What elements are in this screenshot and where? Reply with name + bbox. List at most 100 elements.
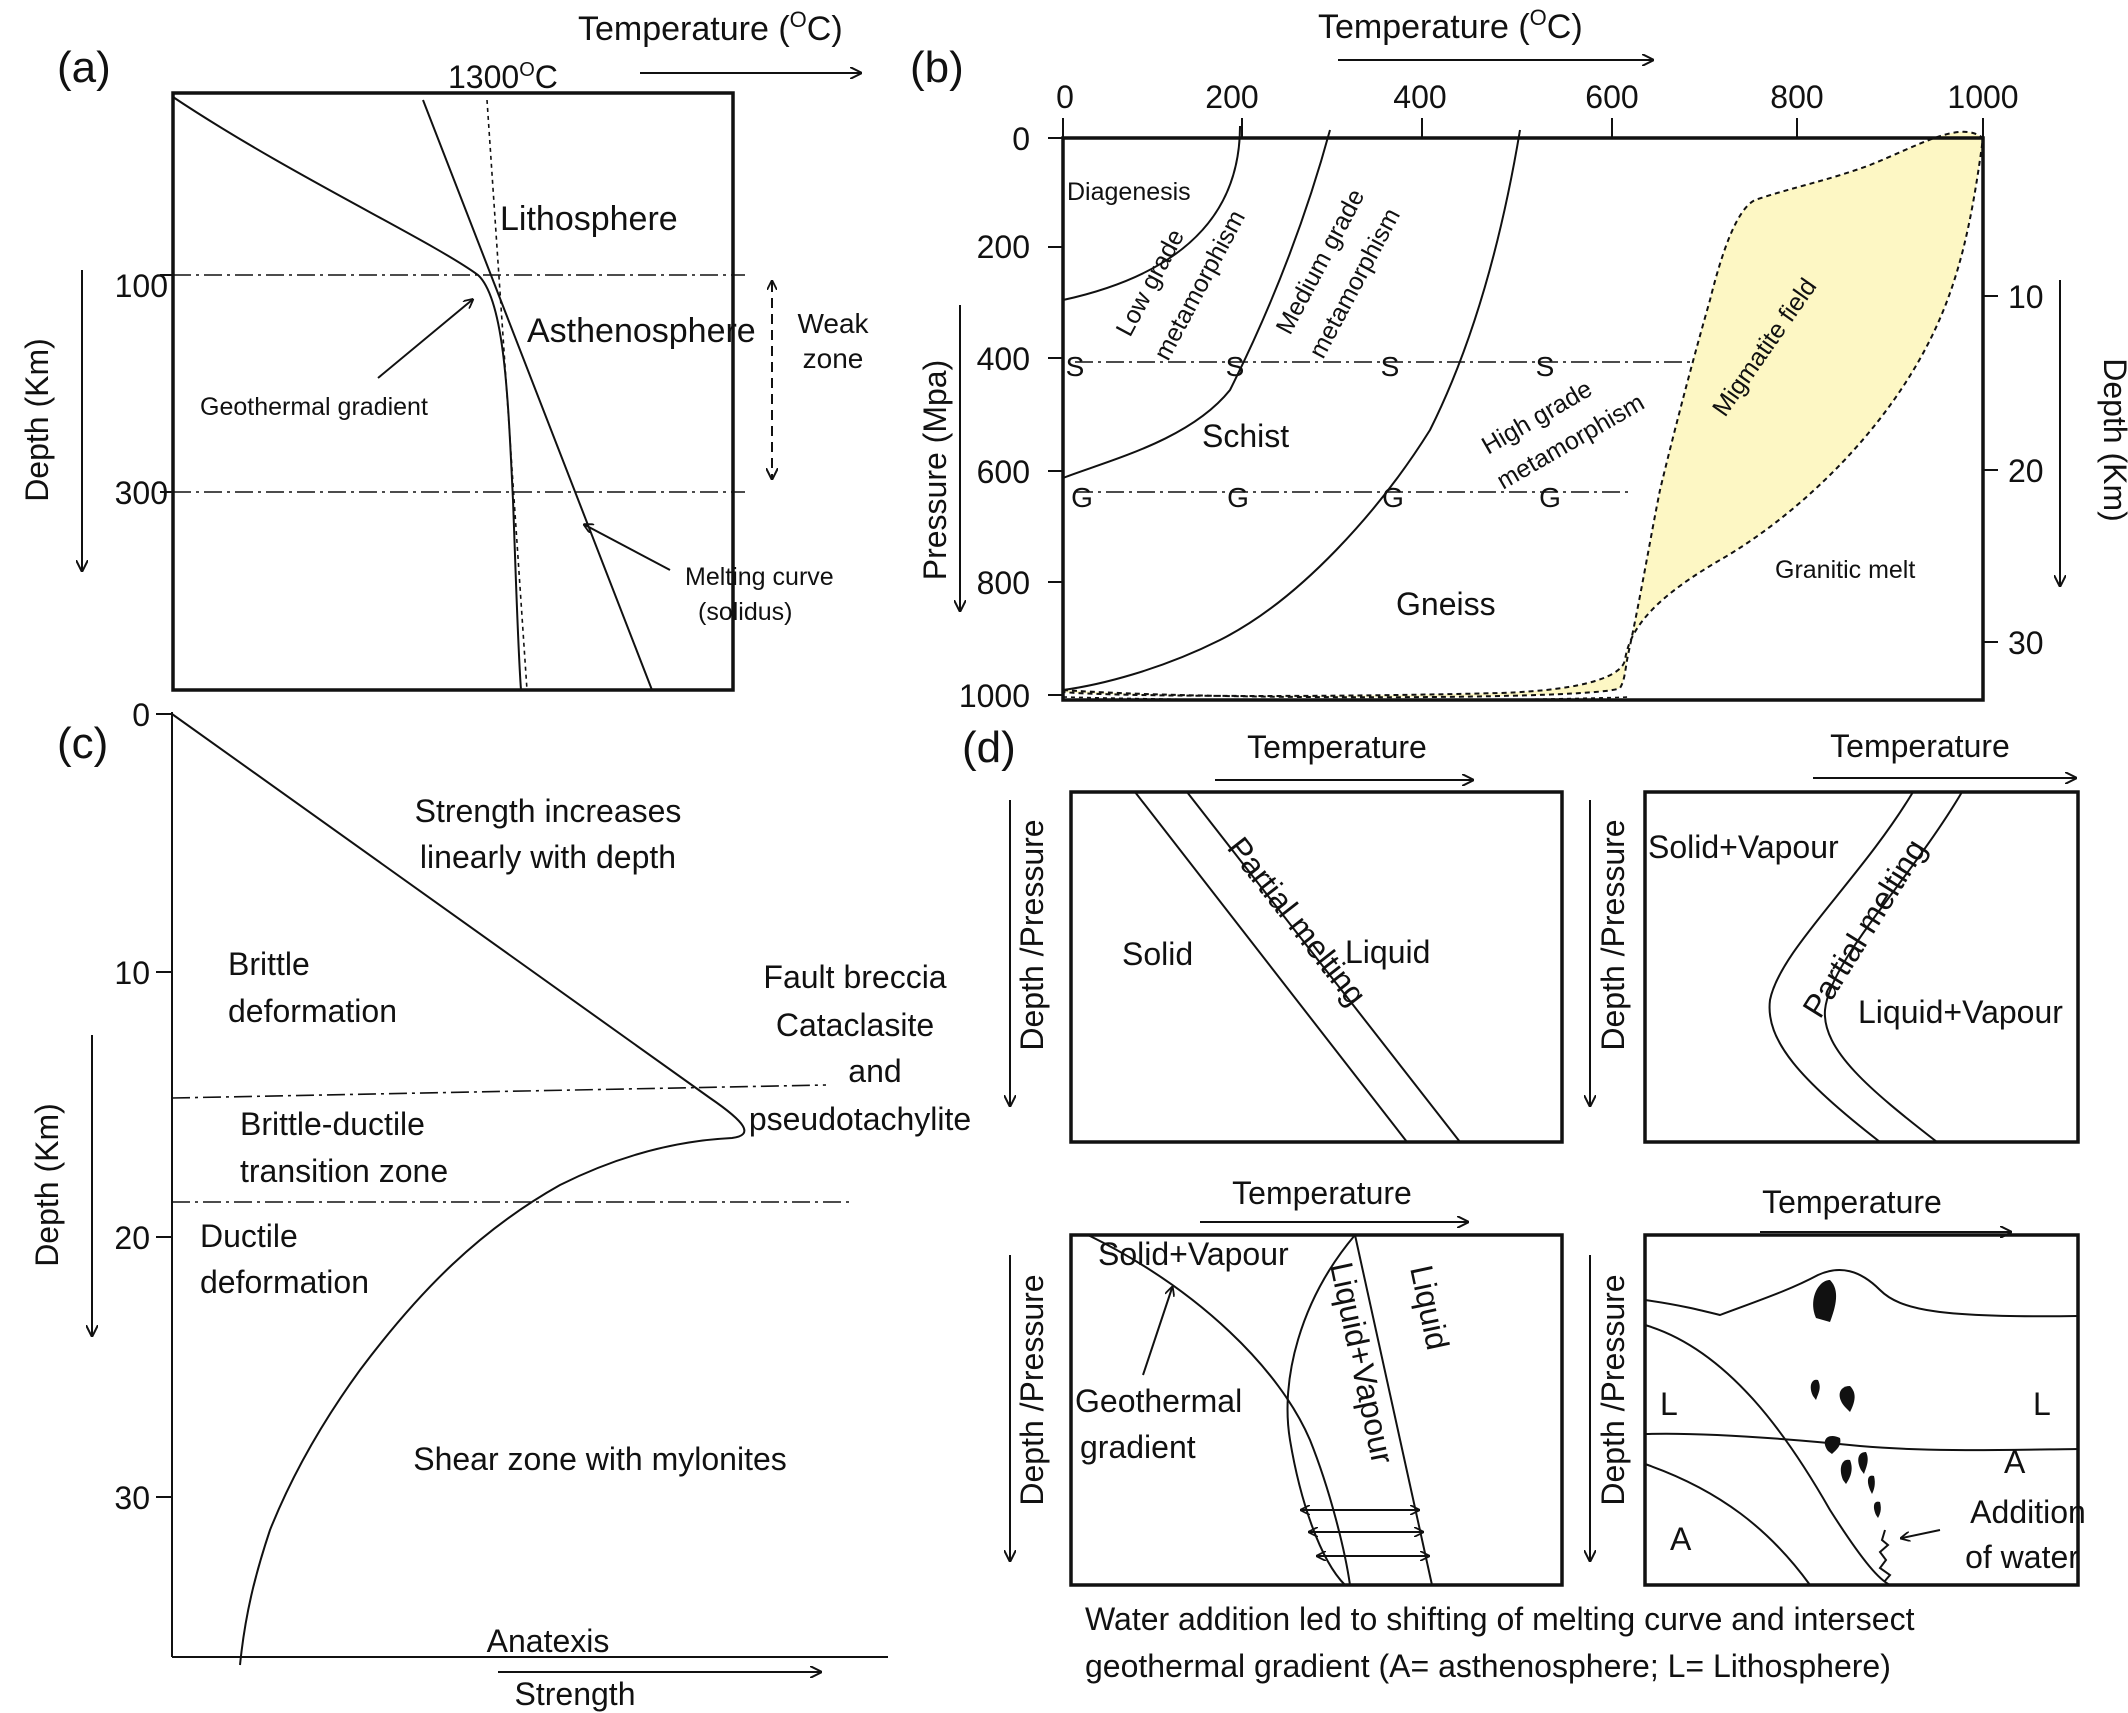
d3-geo-2: gradient bbox=[1080, 1429, 1196, 1465]
panel-c-strength-title: Strength bbox=[515, 1676, 636, 1712]
d4-lithosphere-top bbox=[1644, 1269, 2079, 1318]
panel-c-strength-curve bbox=[171, 713, 746, 1666]
panel-b-rtick-10: 10 bbox=[2008, 279, 2044, 315]
panel-c-fault-4: pseudotachylite bbox=[749, 1101, 971, 1137]
d3-solid-vapour: Solid+Vapour bbox=[1098, 1236, 1289, 1272]
d4-magma-blob-8 bbox=[1873, 1501, 1881, 1518]
panel-b-xtick-400: 400 bbox=[1393, 79, 1446, 115]
d2-liquid-vapour: Liquid+Vapour bbox=[1858, 994, 2063, 1030]
d1-frame bbox=[1069, 790, 1564, 1144]
panel-c-label: (c) bbox=[57, 719, 108, 768]
d1-temperature: Temperature bbox=[1247, 729, 1427, 765]
d4-magma-blob-4 bbox=[1824, 1435, 1841, 1454]
panel-d4: Temperature Depth /Pressure L L A A bbox=[1590, 1184, 2086, 1587]
panel-a-geothermal-gradient bbox=[172, 96, 522, 691]
panel-a: (a) Temperature (OC) 1300OC 100 300 Dept… bbox=[19, 7, 870, 692]
panel-b-ytick-600: 600 bbox=[977, 454, 1030, 490]
d3-frame bbox=[1069, 1233, 1564, 1587]
panel-d-caption-2: geothermal gradient (A= asthenosphere; L… bbox=[1085, 1648, 1891, 1684]
d3-liquid-vapour: Liquid+Vapour bbox=[1323, 1259, 1401, 1467]
panel-c-transition-2: transition zone bbox=[240, 1153, 448, 1189]
d2-curve-outer bbox=[1823, 791, 1963, 1143]
d3-geo-1: Geothermal bbox=[1075, 1383, 1242, 1419]
panel-b-schist: Schist bbox=[1202, 418, 1289, 454]
d4-magma-blob-5 bbox=[1840, 1459, 1852, 1484]
panel-c-shear-zone: Shear zone with mylonites bbox=[413, 1441, 787, 1477]
panel-a-geothermal-label: Geothermal gradient bbox=[200, 393, 428, 421]
d3-right-line bbox=[1354, 1234, 1433, 1586]
panel-d3: Temperature Depth /Pressure Solid+Vapour… bbox=[1010, 1175, 1564, 1587]
panel-a-tick-label-300: 300 bbox=[115, 475, 168, 511]
d4-frame bbox=[1643, 1233, 2080, 1587]
d2-temperature: Temperature bbox=[1830, 728, 2010, 764]
panel-b-frame bbox=[1061, 136, 1985, 702]
d4-L-left: L bbox=[1660, 1386, 1678, 1422]
panel-a-1300c-label: 1300OC bbox=[448, 59, 558, 95]
panel-b-xtick-800: 800 bbox=[1770, 79, 1823, 115]
panel-b-xtick-600: 600 bbox=[1585, 79, 1638, 115]
d4-A-right: A bbox=[2004, 1444, 2026, 1480]
panel-c: (c) 0 10 20 30 Depth (Km) Strength incre… bbox=[29, 697, 971, 1712]
d4-water-pointer bbox=[1902, 1529, 1941, 1538]
panel-c-fault-3: and bbox=[848, 1053, 901, 1089]
panel-b-y-ticks: 0 200 400 600 800 1000 bbox=[959, 121, 1063, 714]
panel-b-diagenesis: Diagenesis bbox=[1067, 178, 1191, 206]
panel-b-right-ticks: 10 20 30 bbox=[1983, 279, 2044, 661]
d3-geothermal-gradient bbox=[1087, 1234, 1351, 1586]
panel-c-anatexis: Anatexis bbox=[487, 1623, 610, 1659]
d4-asthenosphere-top bbox=[1644, 1432, 2079, 1452]
d3-left-curve bbox=[1286, 1234, 1356, 1586]
panel-c-ytick-0: 0 bbox=[132, 697, 150, 733]
d2-frame bbox=[1643, 790, 2080, 1144]
g-marker-1: G bbox=[1071, 482, 1093, 513]
panel-a-weak-zone-2: zone bbox=[803, 343, 864, 374]
panel-b: (b) Temperature (OC) 0 200 400 600 800 1… bbox=[910, 5, 2128, 714]
panel-b-migmatite-field bbox=[1062, 130, 1985, 699]
g-marker-4: G bbox=[1539, 482, 1561, 513]
panel-b-rtick-30: 30 bbox=[2008, 625, 2044, 661]
panel-b-ytick-1000: 1000 bbox=[959, 678, 1030, 714]
panel-b-low-grade-curve bbox=[1062, 129, 1331, 479]
panel-d2: Temperature Depth /Pressure Solid+Vapour… bbox=[1590, 728, 2080, 1144]
panel-a-temperature-title: Temperature (OC) bbox=[578, 7, 843, 48]
panel-d-label: (d) bbox=[962, 723, 1016, 772]
panel-b-rtick-20: 20 bbox=[2008, 453, 2044, 489]
d4-water-1: Addition bbox=[1970, 1494, 2086, 1530]
panel-b-ytick-400: 400 bbox=[977, 341, 1030, 377]
g-marker-3: G bbox=[1382, 482, 1404, 513]
panel-b-medium-grade-curve bbox=[1062, 129, 1521, 691]
panel-a-frame bbox=[171, 91, 735, 692]
d4-depth-title: Depth /Pressure bbox=[1595, 1274, 1631, 1505]
panel-a-label: (a) bbox=[57, 43, 111, 92]
panel-a-asthenosphere: Asthenosphere bbox=[527, 312, 756, 350]
panel-c-transition-1: Brittle-ductile bbox=[240, 1106, 425, 1142]
panel-c-brittle-ductile-top bbox=[171, 1084, 827, 1099]
panel-a-tick-label-100: 100 bbox=[115, 268, 168, 304]
panel-b-x-ticks: 0 200 400 600 800 1000 bbox=[1056, 79, 2019, 138]
panel-b-gneiss: Gneiss bbox=[1396, 586, 1496, 622]
g-marker-2: G bbox=[1227, 482, 1249, 513]
d3-geo-pointer bbox=[1142, 1288, 1172, 1376]
panel-a-melting-label-1: Melting curve bbox=[685, 563, 834, 591]
panel-c-y-ticks: 0 10 20 30 bbox=[114, 697, 172, 1516]
panel-b-temperature-title: Temperature (OC) bbox=[1318, 5, 1583, 46]
d2-depth-title: Depth /Pressure bbox=[1595, 819, 1631, 1050]
panel-c-depth-title: Depth (Km) bbox=[29, 1103, 65, 1267]
panel-b-g-markers: G G G G bbox=[1071, 482, 1561, 513]
d4-temperature: Temperature bbox=[1762, 1184, 1942, 1220]
panel-c-ductile-2: deformation bbox=[200, 1264, 369, 1300]
s-marker-3: S bbox=[1381, 351, 1400, 382]
panel-c-ytick-30: 30 bbox=[114, 1480, 150, 1516]
d4-geothermal bbox=[1644, 1324, 1891, 1586]
panel-a-weak-zone-1: Weak bbox=[797, 308, 869, 339]
panel-d1: Temperature Depth /Pressure Solid Liquid… bbox=[1010, 729, 1564, 1144]
panel-a-melting-curve bbox=[422, 99, 653, 691]
panel-b-xtick-0: 0 bbox=[1056, 79, 1074, 115]
d4-melting-curve bbox=[1644, 1463, 1811, 1586]
panel-b-xtick-200: 200 bbox=[1205, 79, 1258, 115]
s-marker-4: S bbox=[1536, 351, 1555, 382]
d1-solidus bbox=[1134, 791, 1408, 1143]
panel-c-strength-1: Strength increases bbox=[415, 793, 682, 829]
panel-b-s-markers: S S S S bbox=[1066, 351, 1555, 382]
